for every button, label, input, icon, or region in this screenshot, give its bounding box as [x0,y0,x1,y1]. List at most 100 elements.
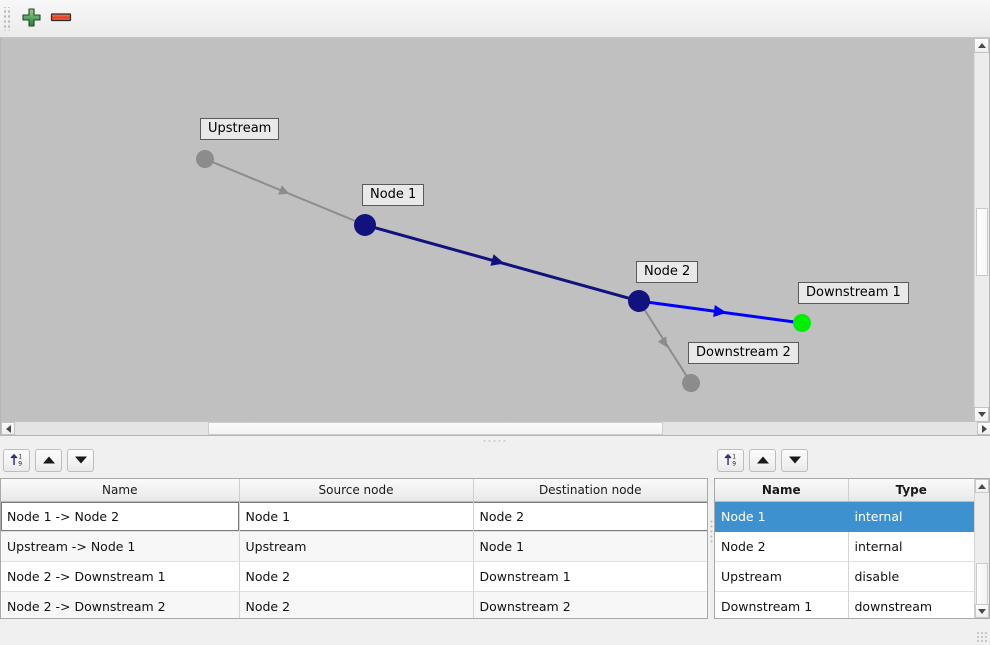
scroll-down-button[interactable] [974,407,989,422]
column-header-name[interactable]: Name [1,479,240,502]
connections-move-down-button[interactable] [67,448,94,472]
cell-name[interactable]: Node 1 -> Node 2 [1,501,240,532]
cell-name[interactable]: Downstream 1 [715,591,849,618]
svg-text:9: 9 [18,460,22,466]
graph-node-label-downstream2[interactable]: Downstream 2 [688,342,799,364]
graph-vertical-scrollbar[interactable] [973,38,989,422]
nodes-scroll-thumb[interactable] [976,563,988,605]
table-row[interactable]: Node 1 internal [715,501,974,532]
cell-type[interactable]: internal [848,501,974,532]
minus-icon [50,10,72,27]
nodes-scroll-track[interactable] [975,493,989,605]
svg-text:1: 1 [732,453,736,460]
remove-button[interactable] [46,5,76,33]
plus-icon [21,7,41,30]
graph-edges [204,158,803,384]
cell-name[interactable]: Upstream [715,561,849,592]
cell-destination-node[interactable]: Node 1 [473,531,707,562]
graph-hscroll-track[interactable] [15,422,977,435]
graph-node-label-node1[interactable]: Node 1 [362,184,425,206]
vertical-splitter[interactable] [708,445,714,619]
cell-type[interactable]: disable [848,561,974,592]
nodes-move-up-button[interactable] [749,448,776,472]
nodes-table-container[interactable]: Name Type Node 1 internal Node 2 i [714,478,990,619]
cell-name[interactable]: Node 1 [715,501,849,532]
cell-source-node[interactable]: Upstream [239,531,474,562]
column-header-source-node[interactable]: Source node [239,479,474,502]
scroll-down-button[interactable] [975,604,989,618]
svg-text:9: 9 [732,460,736,466]
resize-grip[interactable] [976,631,988,643]
graph-node-downstream1 [793,314,811,332]
connections-table[interactable]: Name Source node Destination node Node 1… [1,479,707,618]
table-row[interactable]: Node 2 -> Downstream 1 Node 2 Downstream… [1,561,707,592]
cell-name[interactable]: Node 2 -> Downstream 2 [1,591,240,618]
column-header-type[interactable]: Type [848,479,974,502]
scroll-right-button[interactable] [977,422,990,435]
cell-name[interactable]: Node 2 [715,531,849,562]
cell-name[interactable]: Node 2 -> Downstream 1 [1,561,240,592]
graph-vscroll-track[interactable] [974,53,989,407]
table-row[interactable]: Downstream 1 downstream [715,591,974,618]
table-row[interactable]: Node 2 internal [715,531,974,562]
toolbar-grip[interactable] [3,6,12,31]
edge-node2-downstream1 [638,299,803,325]
connections-sort-button[interactable]: 1 9 [3,448,30,472]
sort-ascending-icon: 1 9 [9,451,25,470]
nodes-table-scroll-area: Name Type Node 1 internal Node 2 i [715,479,989,618]
cell-source-node[interactable]: Node 2 [239,591,474,618]
connections-table-container[interactable]: Name Source node Destination node Node 1… [0,478,708,619]
graph-vscroll-thumb[interactable] [976,208,988,276]
table-row[interactable]: Upstream disable [715,561,974,592]
sort-ascending-icon: 1 9 [723,451,739,470]
splitter-grip [709,519,713,545]
horizontal-splitter[interactable] [0,436,990,445]
graph-node-label-downstream1[interactable]: Downstream 1 [798,282,909,304]
scroll-up-button[interactable] [975,479,989,493]
triangle-down-icon [978,608,986,614]
nodes-button-bar: 1 9 [714,445,990,478]
graph-view[interactable]: Upstream Node 1 Node 2 Downstream 1 Down… [0,38,990,436]
table-row[interactable]: Node 1 -> Node 2 Node 1 Node 2 [1,501,707,532]
edge-upstream-node1 [204,158,366,226]
cell-name[interactable]: Upstream -> Node 1 [1,531,240,562]
nodes-table-scrollbar[interactable] [974,479,989,618]
graph-node-node2 [628,290,650,312]
table-row[interactable]: Node 2 -> Downstream 2 Node 2 Downstream… [1,591,707,618]
nodes-sort-button[interactable]: 1 9 [717,448,744,472]
graph-canvas[interactable]: Upstream Node 1 Node 2 Downstream 1 Down… [1,38,974,422]
cell-source-node[interactable]: Node 1 [239,501,474,532]
graph-nodes [196,150,811,392]
graph-node-upstream [196,150,214,168]
graph-horizontal-scrollbar[interactable] [1,421,990,435]
scroll-up-button[interactable] [974,38,989,53]
graph-hscroll-thumb[interactable] [208,422,663,435]
nodes-move-down-button[interactable] [781,448,808,472]
splitter-grip [482,439,508,442]
svg-text:1: 1 [18,453,22,460]
graph-node-node1 [354,214,376,236]
cell-type[interactable]: internal [848,531,974,562]
cell-type[interactable]: downstream [848,591,974,618]
edge-node2-downstream2 [638,300,692,384]
connections-move-up-button[interactable] [35,448,62,472]
graph-node-downstream2 [682,374,700,392]
cell-destination-node[interactable]: Downstream 2 [473,591,707,618]
graph-node-label-node2[interactable]: Node 2 [636,261,699,283]
add-button[interactable] [16,5,46,33]
table-header-row: Name Source node Destination node [1,479,707,502]
table-row[interactable]: Upstream -> Node 1 Upstream Node 1 [1,531,707,562]
cell-source-node[interactable]: Node 2 [239,561,474,592]
cell-destination-node[interactable]: Node 2 [473,501,707,532]
column-header-name[interactable]: Name [715,479,849,502]
column-header-destination-node[interactable]: Destination node [473,479,707,502]
connections-pane: 1 9 [0,445,708,619]
graph-node-label-upstream[interactable]: Upstream [200,118,280,140]
table-header-row: Name Type [715,479,974,502]
scroll-left-button[interactable] [1,422,15,435]
graph-svg [196,150,811,392]
triangle-left-icon [5,424,11,433]
cell-destination-node[interactable]: Downstream 1 [473,561,707,592]
nodes-table[interactable]: Name Type Node 1 internal Node 2 i [715,479,974,618]
